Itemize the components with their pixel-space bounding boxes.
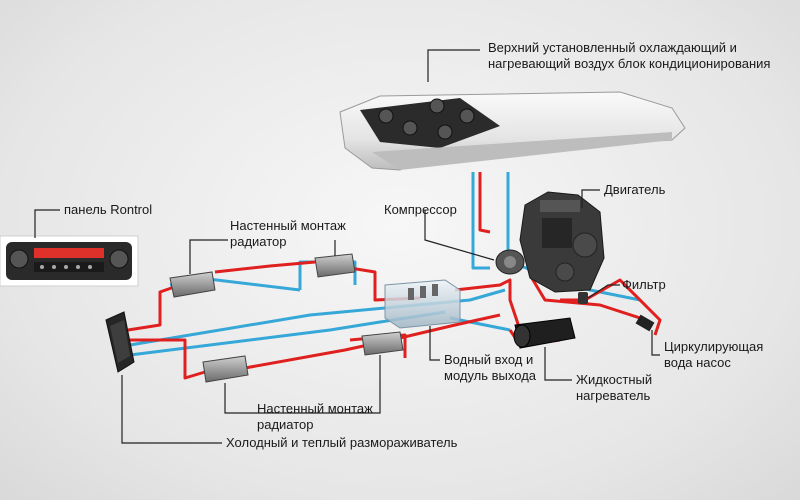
fan-icon [402,120,418,136]
engine [519,191,605,293]
filter [578,292,588,304]
label-compressor: Компрессор [384,202,457,217]
label-radiator-top-line1: Настенный монтаж [230,218,346,233]
leader-filter [587,284,620,299]
leader-compressor [424,210,495,261]
label-ac-unit-line1: Верхний установленный охлаждающий и [488,40,737,55]
radiator-top-left [169,271,216,298]
fan-icon [437,124,453,140]
defroster [105,311,135,373]
radiator-bottom-left [202,355,249,383]
liquid-heater [513,317,576,349]
label-radiator-bottom-line1: Настенный монтаж [257,401,373,416]
radiator-top-right [314,253,356,278]
label-filter: Фильтр [622,277,666,292]
label-heater: Жидкостный нагреватель [576,372,652,404]
leader-lines [34,49,660,444]
leader-panel [34,209,60,238]
label-water-module-line2: модуль выхода [444,368,537,383]
label-radiator-bottom: Настенный монтаж радиатор [257,401,373,433]
label-ac-unit-line2: нагревающий воздух блок кондиционировани… [488,56,771,71]
left-knob-icon [9,249,29,269]
water-module [384,279,461,329]
hot-pipe-left-loop [127,283,181,332]
hot-pipe-engine-loop [528,274,641,320]
compressor [495,249,525,275]
label-heater-line1: Жидкостный [576,372,653,387]
leader-radiator-bottom-left [224,383,253,414]
radiator-bottom-right [361,331,404,356]
control-panel [0,235,139,287]
leader-defroster [121,375,222,444]
fan-icon [378,108,394,124]
fan-icon [459,108,475,124]
hot-pipe-pump [560,278,662,336]
leader-ac-unit [427,49,480,82]
label-ac-unit: Верхний установленный охлаждающий и нагр… [488,40,770,72]
label-heater-line2: нагреватель [576,388,651,403]
label-pump-line2: вода насос [664,355,731,370]
leader-engine [581,189,600,208]
label-radiator-bottom-line2: радиатор [257,417,314,432]
label-radiator-top: Настенный монтаж радиатор [230,218,346,250]
roof-ac-unit [339,91,686,171]
fan-icon [429,98,445,114]
right-knob-icon [109,249,129,269]
label-water-module: Водный вход и модуль выхода [444,352,536,384]
leader-heater [544,347,572,381]
hot-pipe-top [214,260,316,274]
leader-radiator-top-left [189,239,228,274]
circulation-pump [635,314,655,332]
label-pump-line1: Циркулирующая [664,339,764,354]
label-panel: панель Rontrol [64,202,153,217]
label-radiator-top-line2: радиатор [230,234,287,249]
label-defroster: Холодный и теплый размораживатель [226,435,458,450]
hot-pipe-long-low [130,338,206,380]
hot-pipe-unit-down [478,172,491,234]
label-engine: Двигатель [604,182,666,197]
label-water-module-line1: Водный вход и [444,352,534,367]
panel-display [34,248,104,258]
leader-pump [651,330,660,356]
leader-radiator-bottom-right [253,355,381,414]
hot-pipe-right [454,278,522,331]
cold-pipe-unit-down1 [471,172,490,270]
leader-water-module [429,326,440,361]
label-pump: Циркулирующая вода насос [664,339,763,371]
